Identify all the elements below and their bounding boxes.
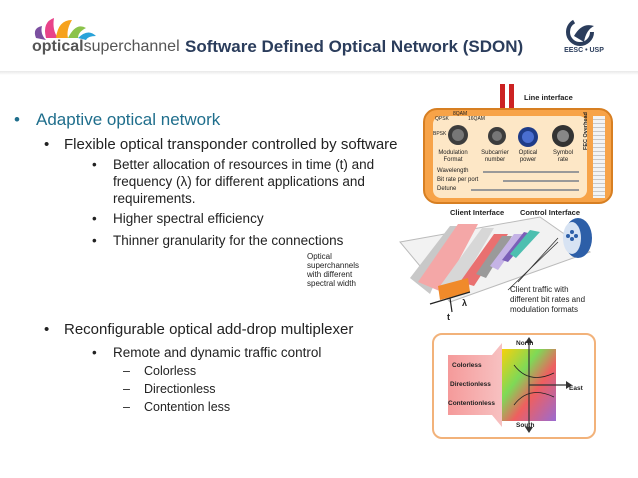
symbol-rate-dial-icon	[552, 125, 574, 147]
optical-power-dial-icon	[518, 127, 538, 147]
line-interface-cables	[500, 84, 514, 110]
header-divider	[0, 71, 638, 75]
client-label-line-1: Client traffic with	[510, 285, 569, 294]
fec-overhead-meter	[593, 116, 605, 198]
bullet-remote: Remote and dynamic traffic control	[113, 345, 322, 360]
roadm-contentionless-label: Contentionless	[448, 400, 495, 407]
bullet-marker: •	[92, 211, 97, 226]
bullet-adaptive: Adaptive optical network	[36, 110, 221, 129]
client-label-line-2: different bit rates and	[510, 295, 586, 304]
logo-text: opticalsuperchannel	[32, 38, 180, 56]
bullet-marker: •	[44, 321, 50, 338]
spectrum-diagram	[399, 216, 592, 313]
16qam-label: 16QAM	[468, 116, 485, 122]
optical-power-label: Optical power	[513, 150, 543, 164]
fec-overhead-label: FEC Overhead	[583, 112, 589, 150]
roadm-colorless-label: Colorless	[452, 362, 482, 369]
transponder-controls: QPSK BPSK 8QAM 16QAM Modulation Format S…	[433, 111, 587, 198]
dash-marker: –	[123, 382, 130, 396]
east-label: East	[569, 385, 583, 392]
eesc-usp-logo	[566, 18, 594, 46]
bullet-granularity: Thinner granularity for the connections	[113, 233, 344, 248]
roadm-diagram: North South East Colorless Directionless…	[432, 333, 596, 439]
qpsk-label: QPSK	[435, 116, 449, 122]
bullet-marker: •	[92, 345, 97, 360]
optical-label: Optical	[518, 150, 538, 156]
dash-marker: –	[123, 400, 130, 414]
optical-label-line-3: with different	[307, 270, 353, 279]
bullet-alloc-line-3: requirements.	[113, 191, 196, 206]
optical-superchannels-label: Optical superchannels with different spe…	[307, 252, 359, 288]
line-interface-label: Line interface	[524, 93, 573, 102]
subcarrier-label: Subcarrier	[481, 150, 509, 156]
logo-text-bold: optical	[32, 38, 84, 55]
roadm-directionless-label: Directionless	[450, 381, 491, 388]
south-label: South	[516, 422, 535, 429]
bullet-spectral: Higher spectral efficiency	[113, 211, 264, 226]
modulation-label: Modulation	[438, 150, 468, 156]
format-label: Format	[443, 157, 463, 163]
modulation-format-label: Modulation Format	[435, 150, 471, 164]
bullet-marker: •	[44, 136, 50, 153]
optical-label-line-1: Optical	[307, 252, 332, 261]
client-label-line-3: modulation formats	[510, 305, 579, 314]
modulation-dial-icon	[448, 125, 468, 145]
bullet-directionless: Directionless	[144, 382, 216, 396]
eesc-usp-label: EESC • USP	[564, 47, 604, 54]
bullet-marker: •	[92, 157, 97, 172]
roadm-graphic	[448, 337, 572, 433]
bitrate-label: Bit rate per port	[437, 177, 479, 183]
bullet-marker: •	[92, 233, 97, 248]
subcarrier-dial-icon	[488, 127, 506, 145]
symbol-label: Symbol	[552, 150, 573, 156]
slide-header: opticalsuperchannel Software Defined Opt…	[0, 0, 638, 75]
power-label: power	[519, 157, 537, 163]
client-interface-label: Client Interface	[450, 208, 505, 217]
detune-label: Detune	[437, 186, 457, 192]
bullet-alloc-line-1: Better allocation of resources in time (…	[113, 157, 375, 172]
bullet-alloc-line-2: frequency (λ) for different applications…	[113, 174, 365, 189]
bpsk-label: BPSK	[433, 131, 447, 137]
lambda-axis-label: λ	[462, 298, 468, 308]
8qam-label: 8QAM	[453, 111, 468, 117]
optical-label-line-4: spectral width	[307, 279, 356, 288]
rate-label: rate	[557, 157, 569, 163]
bullet-transponder: Flexible optical transponder controlled …	[64, 136, 398, 153]
bitrate-slider	[503, 180, 579, 182]
bullet-colorless: Colorless	[144, 364, 197, 378]
wavelength-label: Wavelength	[437, 168, 469, 174]
optical-superchannel-logo	[34, 18, 96, 40]
time-axis-label: t	[447, 312, 450, 322]
symbol-rate-label: Symbol rate	[547, 150, 579, 164]
detune-slider	[471, 189, 579, 191]
page-title: Software Defined Optical Network (SDON)	[185, 37, 524, 56]
subcarrier-number-label: Subcarrier number	[477, 150, 513, 164]
number-label: number	[484, 157, 506, 163]
control-interface-label: Control Interface	[520, 208, 581, 217]
bullet-marker: •	[14, 110, 20, 129]
dash-marker: –	[123, 364, 130, 378]
wavelength-slider	[483, 171, 579, 173]
optical-label-line-2: superchannels	[307, 261, 360, 270]
north-label: North	[516, 340, 534, 347]
transponder-panel: QPSK BPSK 8QAM 16QAM Modulation Format S…	[423, 108, 613, 204]
logo-text-light: superchannel	[83, 38, 180, 55]
bullet-contention: Contention less	[144, 400, 231, 414]
client-traffic-label: Client traffic with different bit rates …	[510, 285, 585, 315]
bullet-roadm: Reconfigurable optical add-drop multiple…	[64, 321, 354, 338]
